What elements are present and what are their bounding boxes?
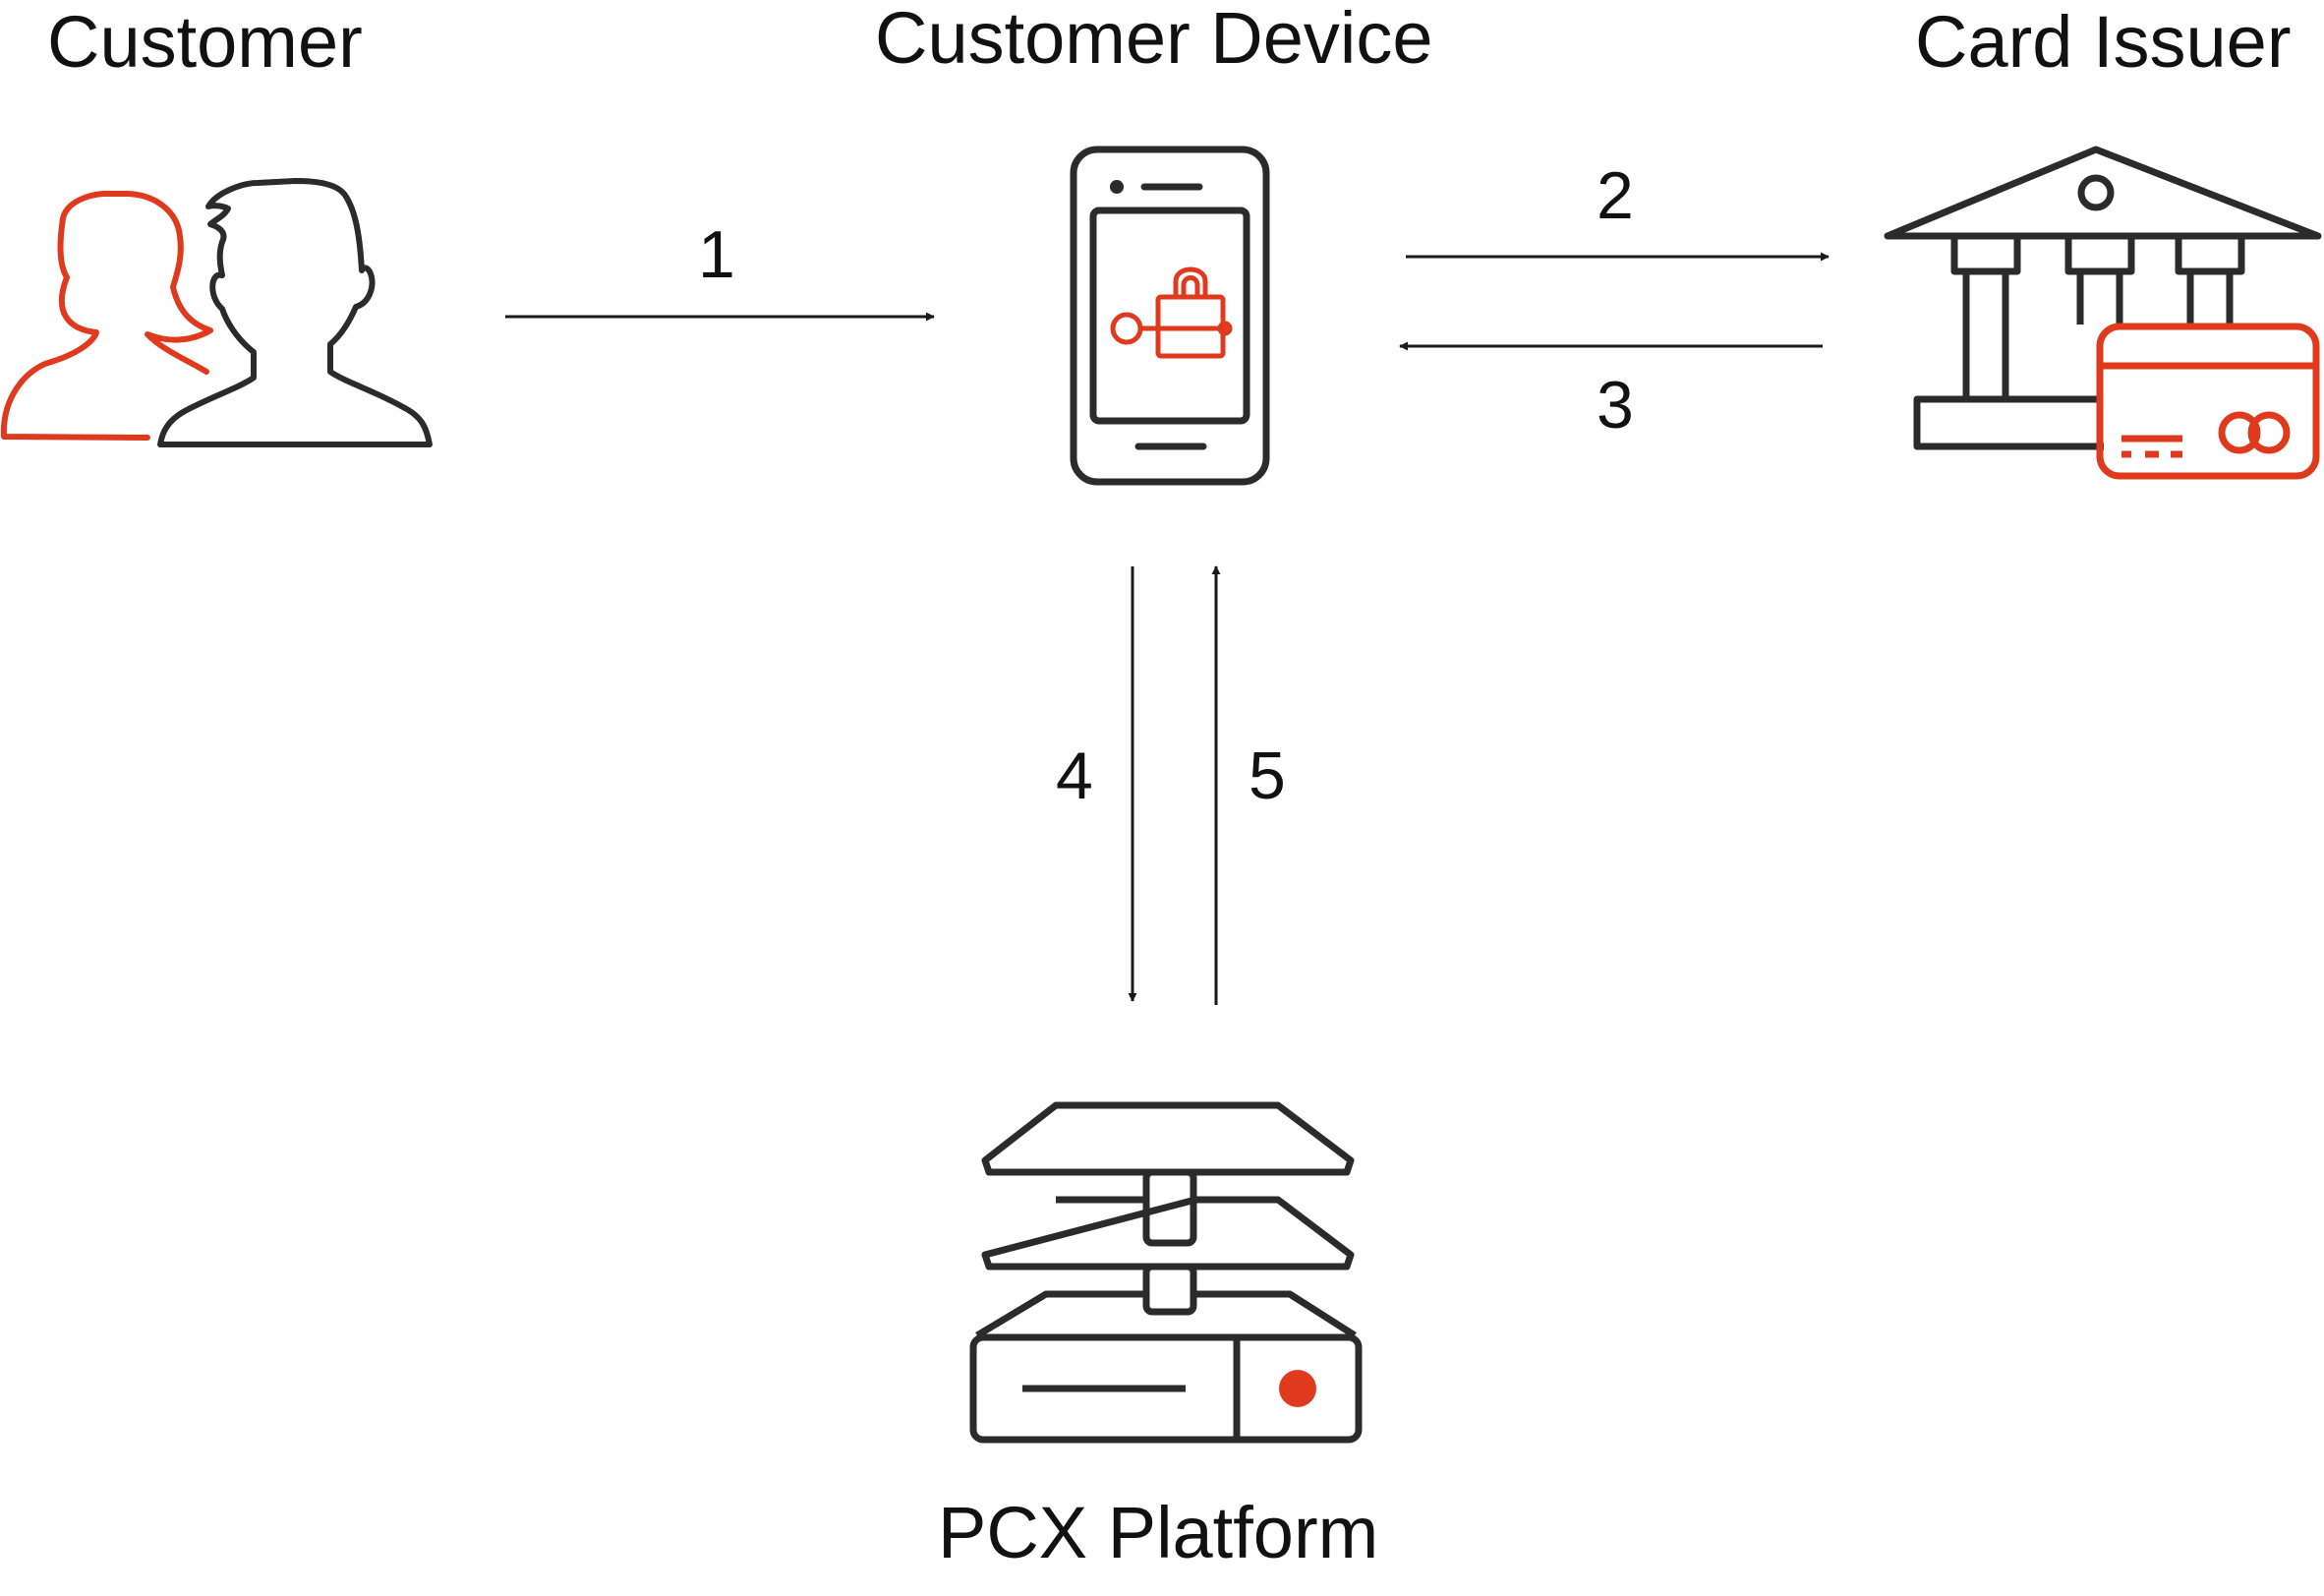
bank-roof (1884, 146, 2322, 240)
man-outline (157, 178, 433, 447)
status-light (1279, 1370, 1316, 1407)
phone-screen (1089, 207, 1250, 425)
step-5-label: 5 (1249, 739, 1286, 813)
step-1-label: 1 (698, 217, 735, 292)
smartphone-lock-icon (1070, 146, 1270, 486)
step-2-label: 2 (1597, 158, 1634, 233)
key-lock-icon (1110, 266, 1233, 359)
server-stack-icon (969, 1101, 1363, 1444)
step-4-label: 4 (1056, 739, 1093, 813)
phone-body (1070, 146, 1270, 486)
step-3-label: 3 (1597, 368, 1634, 443)
woman-outline (0, 191, 213, 441)
users-icon (0, 178, 433, 447)
label-pcx-platform: PCX Platform (938, 1492, 1379, 1573)
label-customer-device: Customer Device (875, 0, 1433, 79)
label-customer: Customer (47, 1, 363, 83)
bank-card-icon (1884, 146, 2322, 480)
label-card-issuer: Card Issuer (1915, 1, 2292, 83)
credit-card-icon (2096, 323, 2320, 480)
